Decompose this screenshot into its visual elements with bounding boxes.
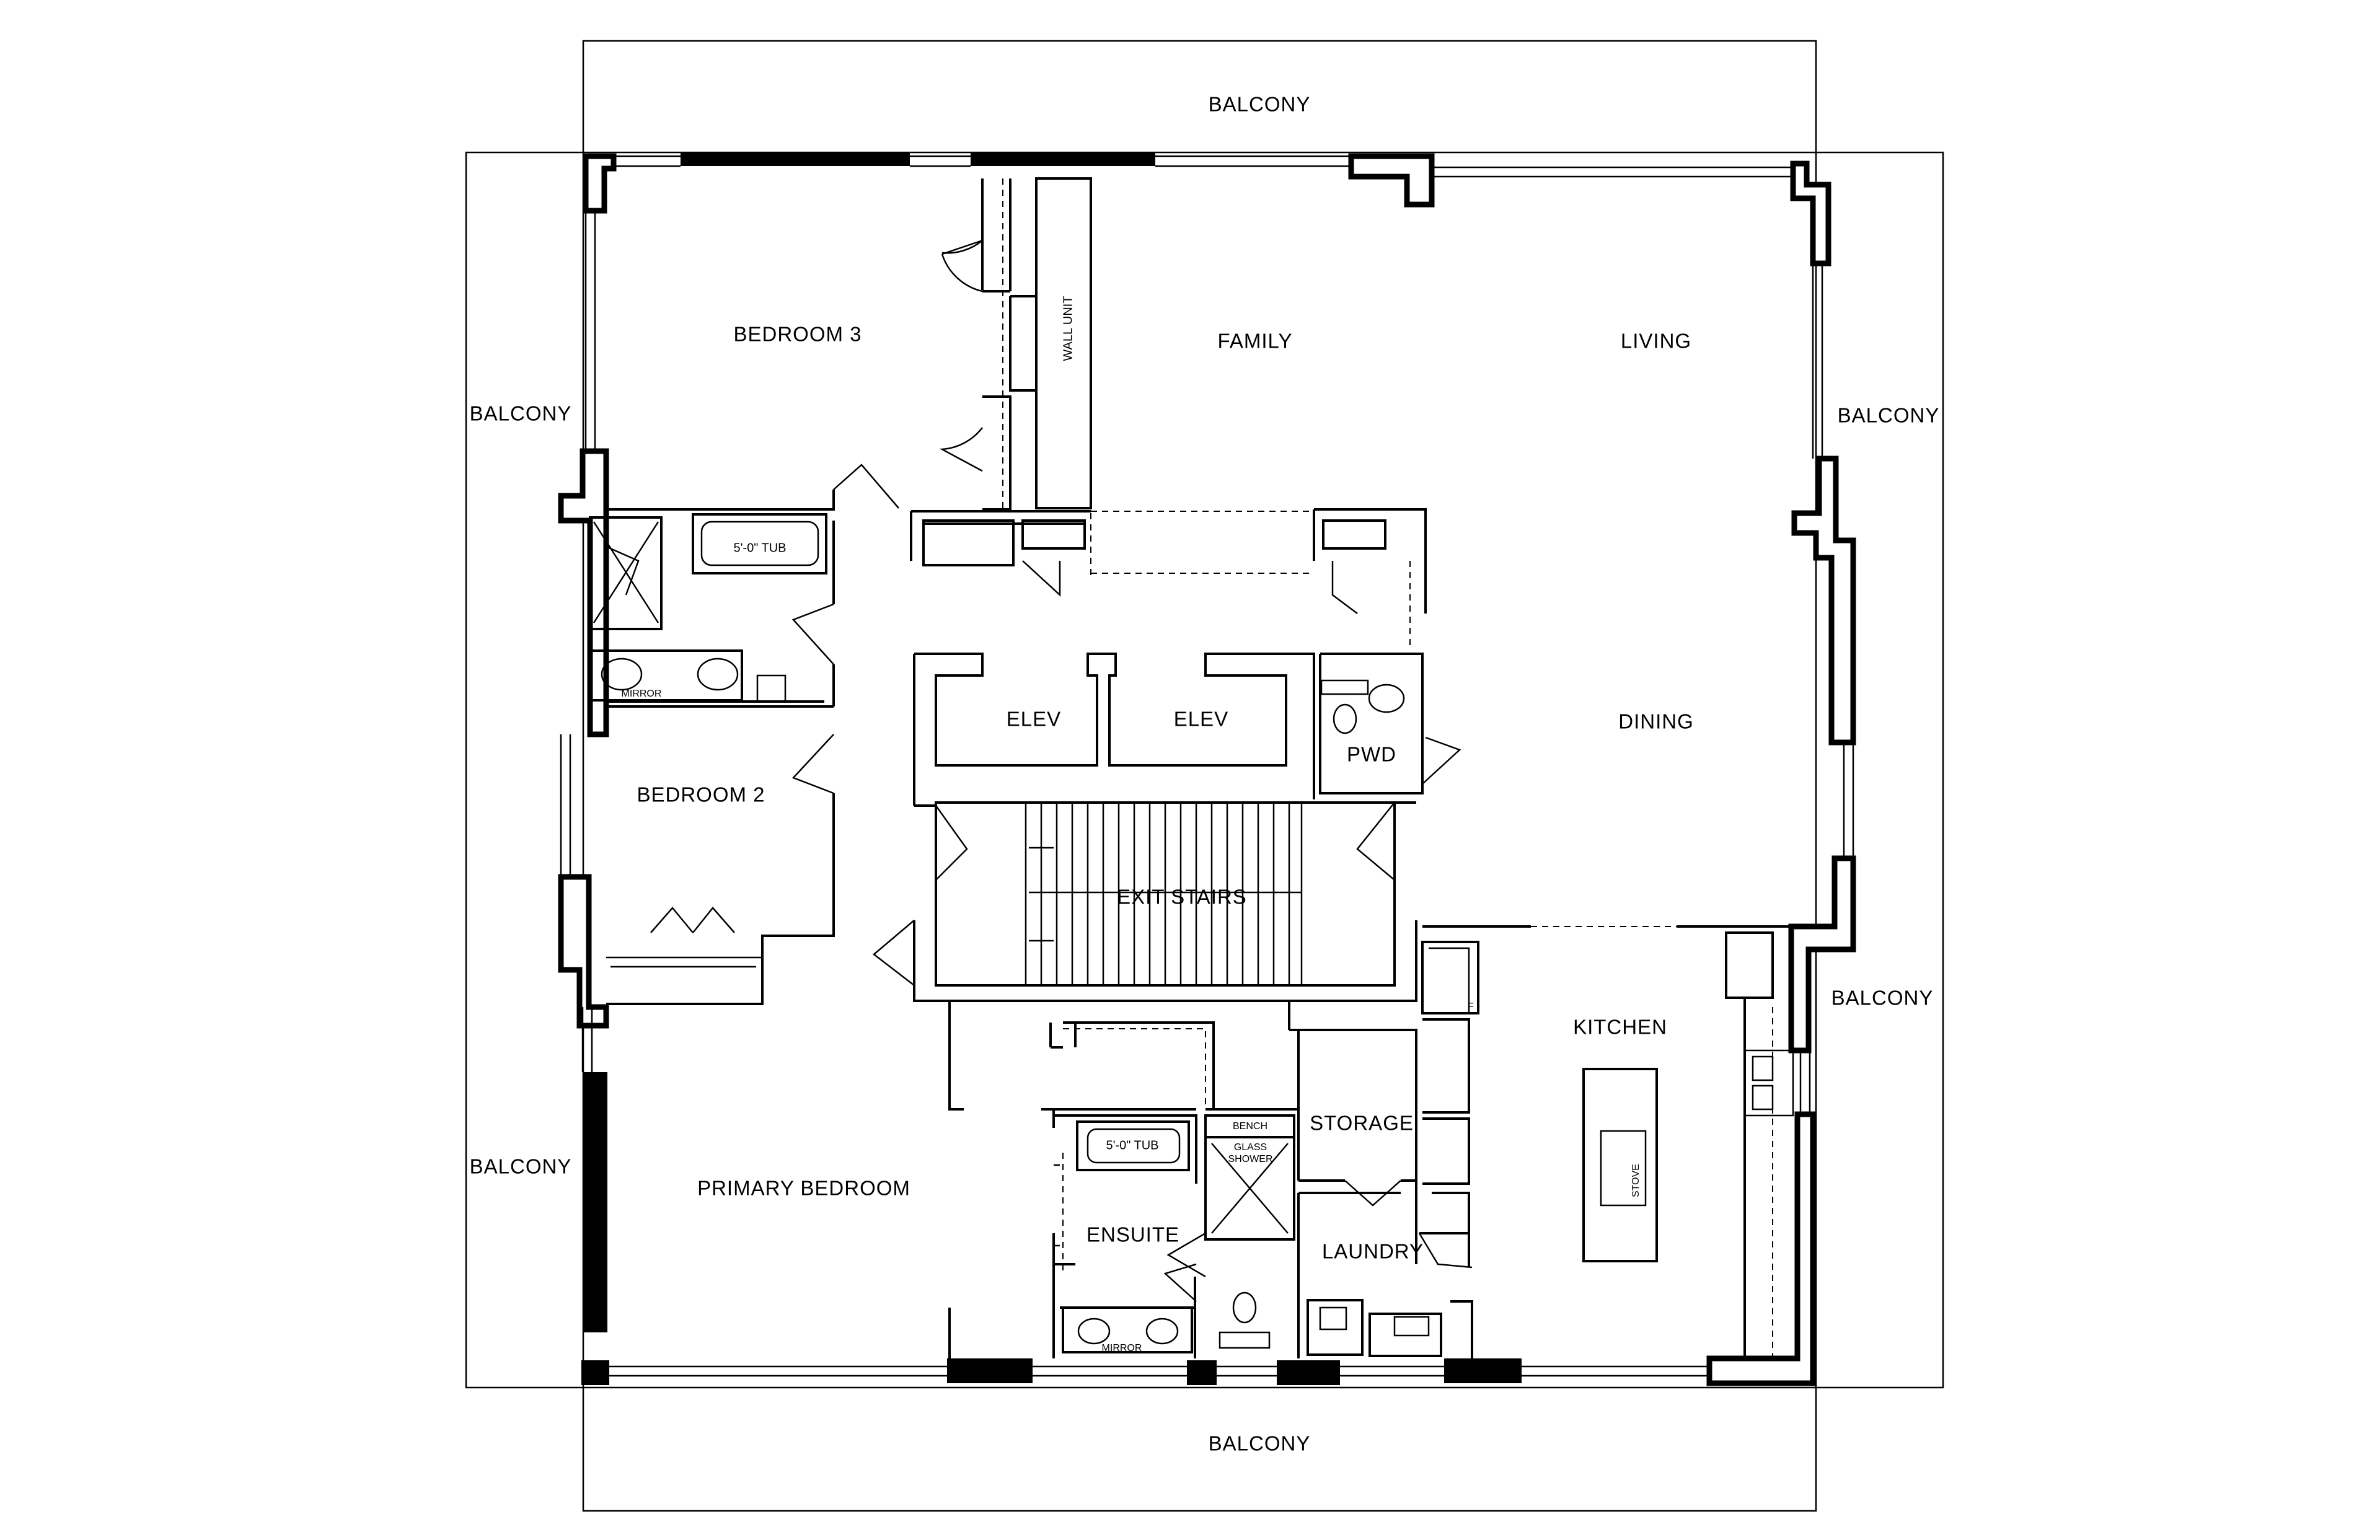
elevator-right-label: ELEV bbox=[1174, 708, 1228, 731]
storage-label: STORAGE bbox=[1310, 1112, 1414, 1135]
interior-walls bbox=[589, 177, 1794, 1358]
mirror-upper-label: MIRROR bbox=[622, 689, 662, 699]
room-labels: BALCONY BALCONY BALCONY BALCONY BALCONY … bbox=[470, 93, 1940, 1455]
mirror-lower-label: MIRROR bbox=[1102, 1343, 1142, 1353]
powder-room-label: PWD bbox=[1347, 743, 1396, 766]
glass-shower-label-box: GLASS SHOWER bbox=[1228, 1142, 1273, 1164]
balcony-left-upper-label: BALCONY bbox=[470, 402, 572, 425]
bedroom-3-label: BEDROOM 3 bbox=[733, 323, 862, 346]
kitchen-label: KITCHEN bbox=[1573, 1016, 1667, 1039]
bench-label: BENCH bbox=[1233, 1121, 1267, 1132]
glass-shower-label: GLASS SHOWER bbox=[1228, 1142, 1273, 1164]
primary-bedroom-label: PRIMARY BEDROOM bbox=[697, 1177, 910, 1200]
balcony-outlines bbox=[465, 40, 1944, 1512]
exit-stairs-label: EXIT STAIRS bbox=[1117, 886, 1247, 909]
ensuite-label: ENSUITE bbox=[1086, 1223, 1179, 1246]
elevator-left-label: ELEV bbox=[1007, 708, 1061, 731]
tub-lower-label: 5'-0" TUB bbox=[1106, 1138, 1158, 1152]
windows bbox=[560, 155, 1854, 1377]
wall-unit-label: WALL UNIT bbox=[1061, 296, 1075, 361]
family-label: FAMILY bbox=[1218, 330, 1293, 353]
laundry-label: LAUNDRY bbox=[1322, 1240, 1424, 1263]
balcony-right-lower-label: BALCONY bbox=[1831, 987, 1934, 1010]
stair-treads bbox=[1029, 803, 1303, 985]
dining-label: DINING bbox=[1618, 710, 1694, 733]
balcony-left-lower-label: BALCONY bbox=[470, 1155, 572, 1178]
balcony-right-upper-label: BALCONY bbox=[1838, 404, 1940, 427]
fridge-label: F bbox=[1468, 1001, 1474, 1012]
living-label: LIVING bbox=[1621, 330, 1691, 353]
balcony-bottom-label: BALCONY bbox=[1209, 1432, 1311, 1455]
tub-upper-label: 5'-0" TUB bbox=[733, 541, 786, 555]
bedroom-2-label: BEDROOM 2 bbox=[637, 783, 765, 806]
stove-label: STOVE bbox=[1631, 1164, 1641, 1197]
exterior-walls bbox=[558, 152, 1856, 1386]
door-swings bbox=[606, 239, 1473, 1302]
balcony-top-label: BALCONY bbox=[1209, 93, 1311, 116]
